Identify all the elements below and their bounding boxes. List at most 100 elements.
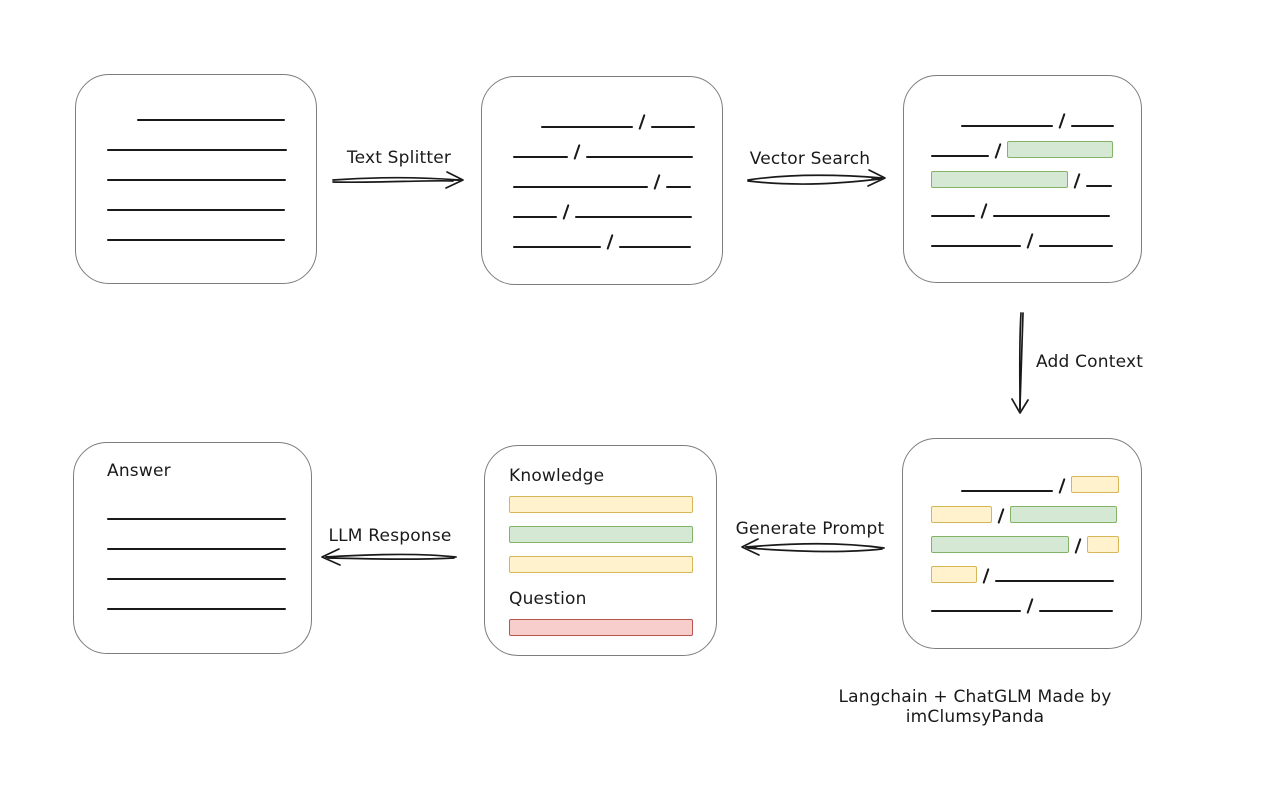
llm-response-label: LLM Response: [328, 526, 452, 546]
slash-separator: [606, 234, 614, 250]
slash-separator: [997, 508, 1005, 524]
answer-box: Answer: [73, 442, 312, 654]
text-row: [513, 189, 712, 220]
text-line: [1039, 245, 1114, 247]
text-line: [513, 246, 601, 248]
green-chunk: [1010, 506, 1118, 523]
slash-separator: [573, 144, 581, 160]
text-row: [107, 182, 306, 212]
slash-separator: [638, 114, 646, 130]
text-line: [541, 126, 633, 128]
credit-caption: Langchain + ChatGLM Made by imClumsyPand…: [838, 687, 1112, 727]
context-chunks-box: [902, 438, 1142, 649]
text-row: [931, 218, 1131, 249]
answer-label: Answer: [107, 461, 171, 481]
text-line: [107, 578, 286, 580]
text-row: [107, 491, 301, 521]
text-line: [993, 215, 1111, 217]
text-splitter-label: Text Splitter: [346, 148, 452, 168]
text-row: [513, 159, 712, 190]
slash-separator: [1026, 233, 1034, 249]
yellow-chunk: [931, 566, 977, 583]
slash-separator: [1074, 538, 1082, 554]
source-document-box: [75, 74, 317, 284]
yellow-chunk: [1087, 536, 1120, 553]
green-chunk: [1007, 141, 1114, 158]
yellow-chunk: [1071, 476, 1120, 493]
question-label: Question: [509, 589, 587, 609]
text-row: [931, 523, 1131, 554]
text-line: [995, 580, 1115, 582]
text-line: [651, 126, 696, 128]
vector-search-label: Vector Search: [749, 149, 871, 169]
text-line: [107, 239, 285, 241]
text-line: [1086, 185, 1113, 187]
text-line: [107, 149, 287, 151]
slash-separator: [1073, 173, 1081, 189]
text-row: [513, 99, 712, 130]
text-line: [107, 518, 286, 520]
vector-search-arrow: [747, 169, 886, 187]
text-row: [931, 553, 1131, 584]
slash-separator: [982, 568, 990, 584]
text-line: [1039, 610, 1114, 612]
text-line: [931, 245, 1021, 247]
knowledge-label: Knowledge: [509, 466, 605, 486]
text-line: [931, 155, 989, 157]
text-row: [931, 463, 1131, 494]
text-line: [107, 608, 286, 610]
yellow-bar: [509, 556, 693, 573]
green-bar: [509, 526, 693, 543]
slash-separator: [1058, 113, 1066, 129]
text-splitter-arrow: [332, 171, 464, 189]
yellow-bar: [509, 496, 693, 513]
text-line: [931, 215, 975, 217]
text-line: [513, 216, 557, 218]
green-chunk: [931, 171, 1068, 188]
split-chunks-box: [481, 76, 723, 285]
add-context-label: Add Context: [1036, 352, 1144, 372]
text-line: [575, 216, 693, 218]
text-row: [931, 158, 1131, 189]
text-row: [107, 581, 301, 611]
text-row: [931, 583, 1131, 614]
text-line: [513, 186, 648, 188]
yellow-chunk: [931, 506, 992, 523]
slash-separator: [980, 203, 988, 219]
slash-separator: [653, 174, 661, 190]
red-bar: [509, 619, 693, 636]
slash-separator: [994, 143, 1002, 159]
text-line: [1071, 125, 1115, 127]
generate-prompt-arrow: [741, 538, 885, 556]
slash-separator: [1026, 598, 1034, 614]
text-row: [931, 493, 1131, 524]
text-row: [107, 212, 306, 242]
text-line: [513, 156, 568, 158]
text-row: [107, 92, 306, 122]
text-row: [107, 122, 306, 152]
text-line: [666, 186, 692, 188]
text-line: [931, 610, 1021, 612]
text-row: [107, 551, 301, 581]
llm-response-arrow: [321, 548, 457, 566]
add-context-arrow: [1011, 312, 1029, 414]
generate-prompt-label: Generate Prompt: [735, 519, 885, 539]
text-line: [961, 490, 1053, 492]
text-line: [619, 246, 692, 248]
text-line: [107, 179, 286, 181]
text-line: [107, 209, 285, 211]
text-row: [513, 219, 712, 250]
text-row: [513, 129, 712, 160]
text-line: [586, 156, 694, 158]
text-line: [137, 119, 285, 121]
text-row: [931, 188, 1131, 219]
text-row: [931, 98, 1131, 129]
matched-chunks-box: [903, 75, 1142, 283]
text-line: [107, 548, 286, 550]
slash-separator: [562, 204, 570, 220]
slash-separator: [1058, 478, 1066, 494]
green-chunk: [931, 536, 1069, 553]
text-row: [107, 521, 301, 551]
